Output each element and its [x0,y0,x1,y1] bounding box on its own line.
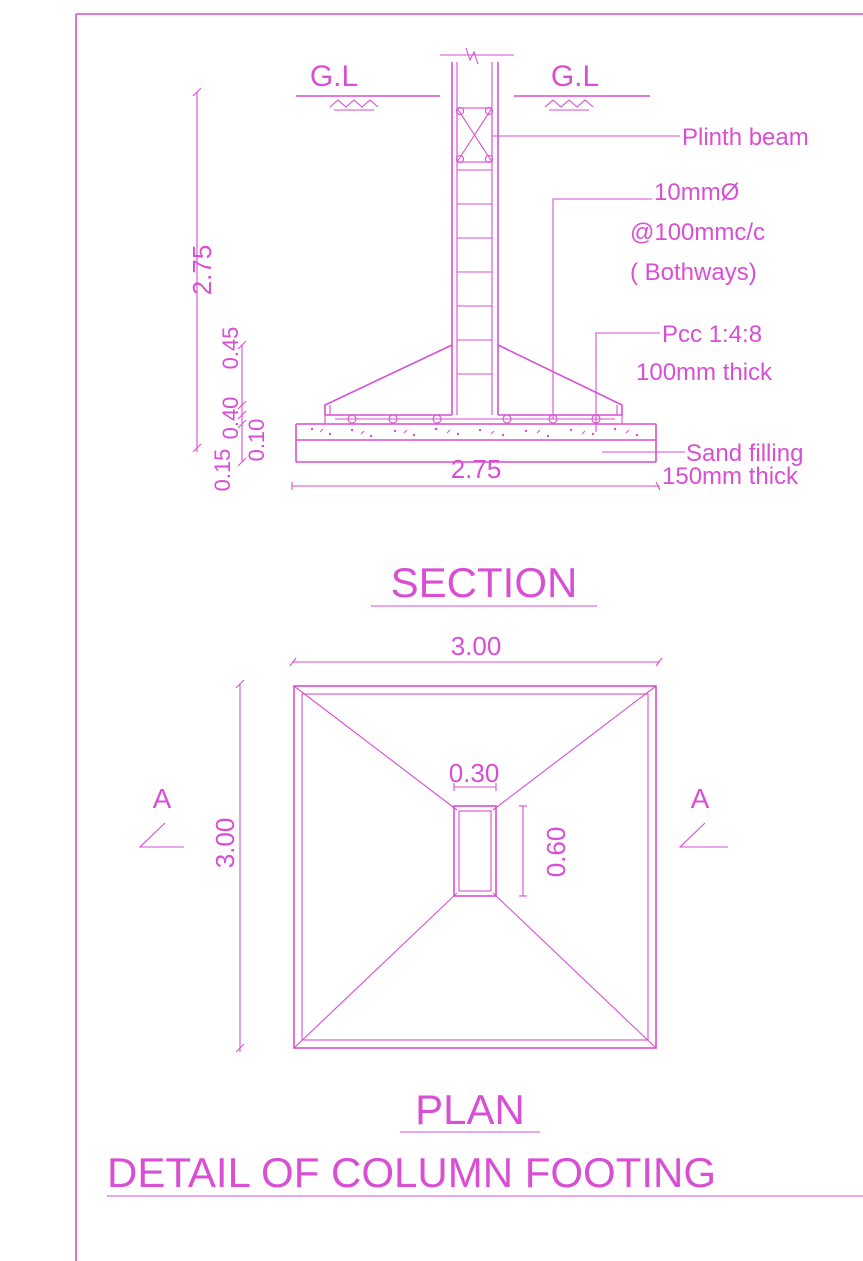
dim-label-pcc: 0.10 [244,419,269,462]
pcc-hatch [310,427,639,438]
column-ties [457,169,492,375]
column-plan [453,805,497,897]
dim-label-footing-edge: 0.40 [218,397,243,440]
ground-level-label-right: G.L [551,60,599,93]
plan-title: PLAN [415,1086,525,1133]
callout-plinth-beam: Plinth beam [682,124,809,151]
dimension-column-depth [519,805,527,897]
dim-label-slope: 0.45 [218,327,243,370]
callout-sand-line1: Sand filling [686,440,803,467]
dim-label-plan-height: 3.00 [210,818,240,869]
dimension-total-height [192,87,202,453]
section-mark-left-label: A [153,783,172,814]
callout-rebar-line3: ( Bothways) [630,259,757,286]
callout-rebar-line1: 10mmØ [654,179,739,206]
footing-plan-outline [293,685,657,1049]
ground-hatch-right [544,99,594,111]
leader-rebar [552,198,652,419]
column [451,47,499,415]
section-mark-right-label: A [691,783,710,814]
dim-label-column-depth: 0.60 [541,827,571,878]
callout-sand-line2: 150mm thick [662,463,799,490]
callout-rebar-line2: @100mmc/c [630,219,765,246]
dimension-plan-height [235,679,245,1053]
dimension-section-width [291,481,661,491]
sheet-border [75,13,863,1261]
sheet-title: DETAIL OF COLUMN FOOTING [107,1149,716,1196]
leader-pcc [595,332,660,432]
footing [324,344,623,424]
plinth-beam [455,106,494,164]
dim-label-column-width: 0.30 [449,758,500,788]
section-mark-left [138,822,184,848]
section-view: G.L G.L [187,47,809,607]
callout-pcc-line1: Pcc 1:4:8 [662,321,762,348]
plan-view: 3.00 3.00 0.30 [138,631,728,1133]
dim-label-section-width: 2.75 [451,454,502,484]
section-mark-right [678,822,728,848]
dim-label-plan-width: 3.00 [451,631,502,661]
dim-label-total-height: 2.75 [187,245,217,296]
dimension-stack [237,340,247,467]
ground-level-label-left: G.L [310,60,358,93]
pcc-hatch-strokes [319,428,630,435]
ground-hatch-left [329,99,379,111]
section-title: SECTION [391,559,578,606]
ground-line [296,54,650,97]
dimension-column-width [453,783,497,791]
dimension-plan-width [289,657,663,667]
dim-label-sand: 0.15 [210,449,235,492]
callout-pcc-line2: 100mm thick [636,359,773,386]
